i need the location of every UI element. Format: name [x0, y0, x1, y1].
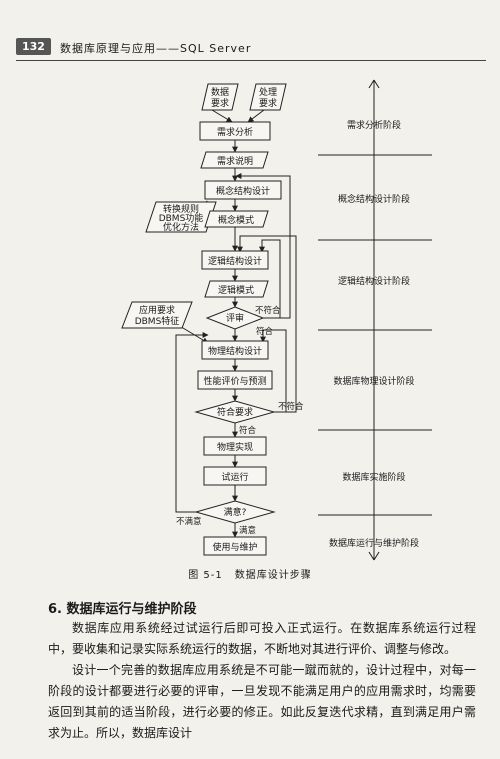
process-physical-design: 物理结构设计 — [208, 345, 262, 357]
decision-meet-req: 符合要求 — [217, 406, 253, 418]
stage-concept-design: 概念结构设计阶段 — [338, 193, 410, 205]
edge-label-fail-2: 不符合 — [278, 401, 304, 412]
running-title: 数据库原理与应用——SQL Server — [60, 42, 252, 55]
figure-number: 图 5-1 — [188, 570, 223, 581]
input-proc-req-1: 处理 — [259, 86, 277, 98]
input-dbms-func-2: DBMS功能 — [159, 212, 204, 224]
page-header: 132 数据库原理与应用——SQL Server — [16, 38, 486, 61]
process-perf-eval: 性能评价与预测 — [203, 375, 266, 387]
input-dbms-func-3: 优化方法 — [163, 221, 199, 233]
input-app-req-1: 应用要求 — [139, 304, 175, 316]
process-logic-design: 逻辑结构设计 — [208, 255, 262, 267]
figure-title: 数据库设计步骤 — [234, 570, 312, 581]
body-paragraph: 设计一个完善的数据库应用系统是不可能一蹴而就的，设计过程中，对每一阶段的设计都要… — [48, 663, 476, 740]
stage-operation-maintenance: 数据库运行与维护阶段 — [329, 537, 419, 549]
decision-review: 评审 — [226, 312, 244, 324]
output-logic-model: 逻辑模式 — [218, 284, 254, 296]
design-steps-flowchart: 数据 要求 处理 要求 转换规则 DBMS功能 优化方法 应用要求 DBMS特征… — [121, 79, 432, 561]
decision-satisfied: 满意? — [224, 506, 247, 518]
input-data-req-2: 要求 — [211, 97, 229, 109]
stage-implementation: 数据库实施阶段 — [342, 471, 405, 483]
page-number: 132 — [16, 38, 51, 55]
input-dbms-func-1: 转换规则 — [163, 203, 199, 215]
stage-physical-design: 数据库物理设计阶段 — [333, 375, 414, 387]
edge-label-pass-1: 符合 — [256, 326, 274, 337]
section-title: 6. 数据库运行与维护阶段 — [48, 602, 197, 617]
process-phys-impl: 物理实现 — [217, 441, 253, 453]
output-req-spec: 需求说明 — [217, 155, 253, 167]
edge-label-fail-1: 不符合 — [255, 305, 281, 316]
process-trial-run: 试运行 — [221, 471, 248, 483]
process-use-maint: 使用与维护 — [212, 541, 257, 553]
edge-label-pass-2: 符合 — [239, 425, 257, 436]
input-app-req-2: DBMS特征 — [135, 315, 180, 327]
figure-caption: 图 5-1 数据库设计步骤 — [0, 566, 500, 581]
edge-label-satisfied: 满意 — [239, 525, 256, 536]
process-concept-design: 概念结构设计 — [216, 185, 270, 197]
edge-label-unsatisfied: 不满意 — [176, 516, 202, 527]
process-req-analysis: 需求分析 — [217, 126, 253, 138]
body-paragraph: 数据库应用系统经过试运行后即可投入正式运行。在数据库系统运行过程中，要收集和记录… — [48, 621, 476, 656]
input-data-req-1: 数据 — [211, 86, 229, 98]
stage-req-analysis: 需求分析阶段 — [347, 119, 401, 131]
output-concept-model: 概念模式 — [218, 214, 254, 226]
input-proc-req-2: 要求 — [259, 97, 277, 109]
stage-logic-design: 逻辑结构设计阶段 — [338, 275, 410, 287]
